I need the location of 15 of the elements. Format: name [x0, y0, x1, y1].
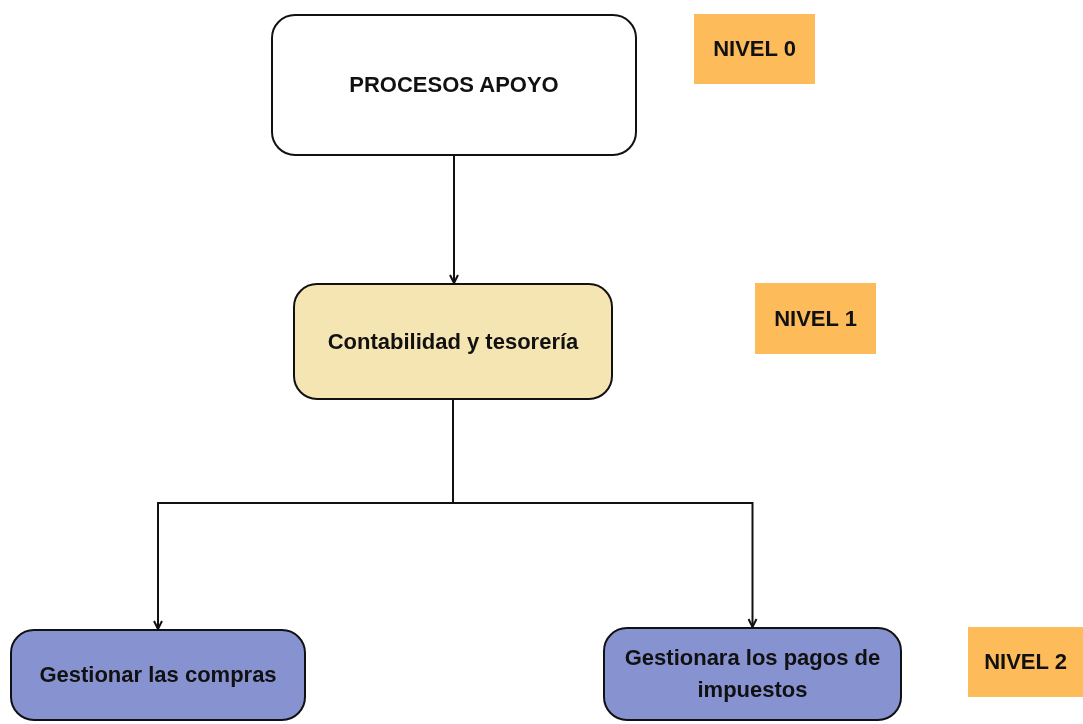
node-label: Gestionara los pagos de impuestos [623, 644, 882, 704]
node-label: NIVEL 1 [774, 304, 857, 333]
node-label: NIVEL 2 [984, 648, 1067, 677]
node-label: Contabilidad y tesorería [327, 327, 579, 356]
level-tag [968, 627, 1083, 697]
level-tag [694, 14, 815, 84]
node-label: NIVEL 0 [713, 35, 796, 64]
process-box [271, 14, 637, 156]
arrow [449, 155, 459, 284]
process-box [603, 627, 902, 721]
process-box [293, 283, 613, 400]
level-tag [755, 283, 876, 354]
node-label: Gestionar las compras [39, 661, 277, 690]
process-box [10, 629, 306, 721]
node-label: PROCESOS APOYO [349, 71, 559, 100]
